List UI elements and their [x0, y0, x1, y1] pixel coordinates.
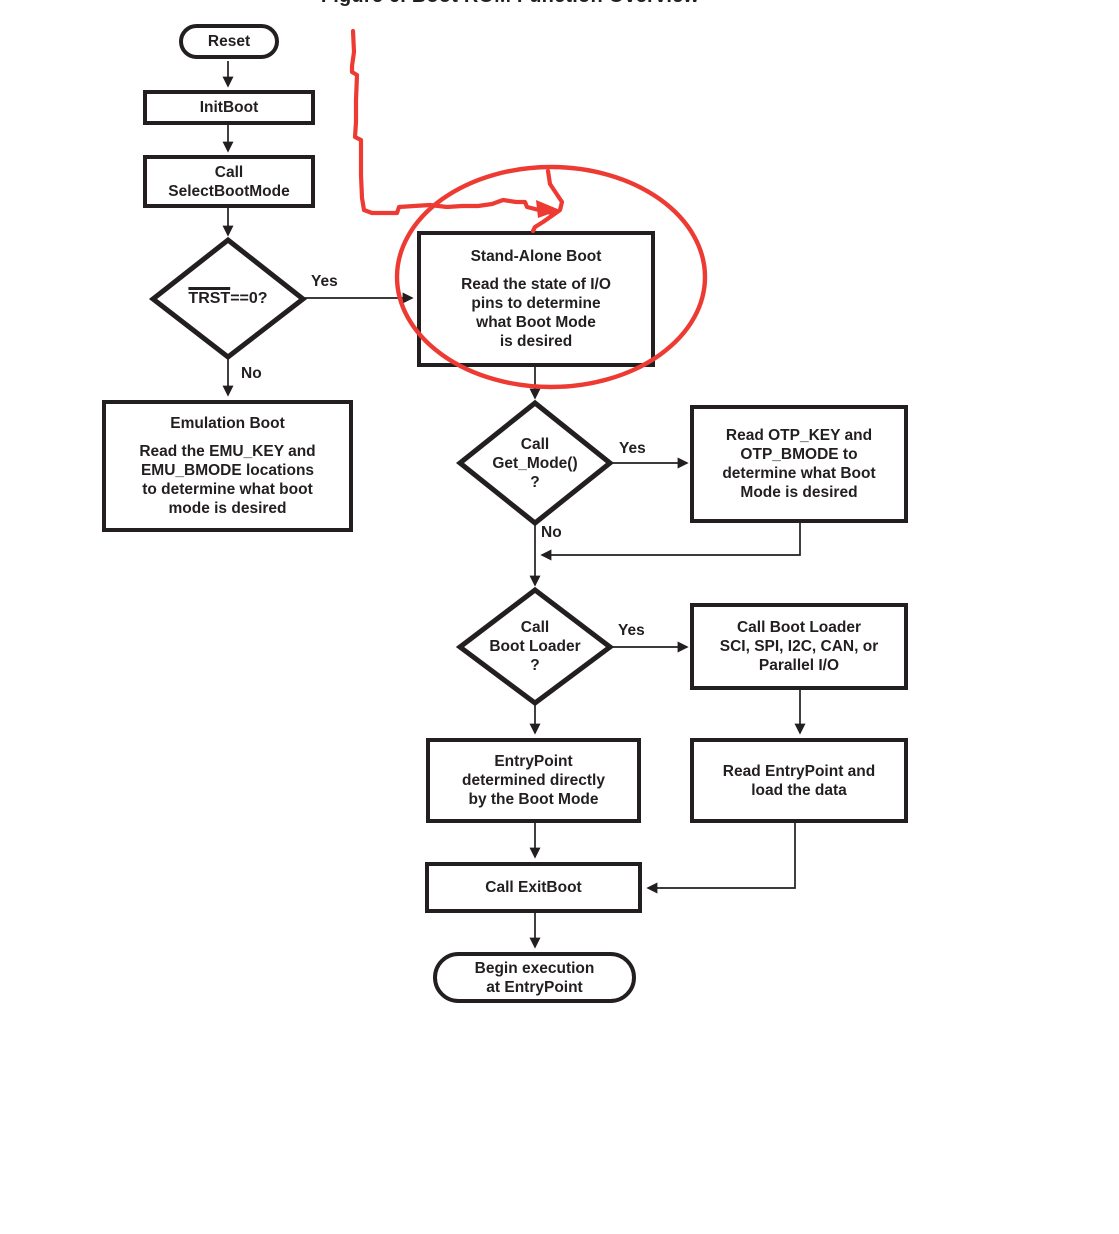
node-call-boot-loader: Call Boot Loader SCI, SPI, I2C, CAN, or … [690, 603, 908, 690]
figure-title: Figure 6. Boot ROM Function Overview [270, 0, 750, 6]
emulation-boot-body: Read the EMU_KEY and EMU_BMODE locations… [139, 443, 316, 517]
label-trst-no: No [241, 365, 262, 382]
call-boot-loader-decision-shape [455, 586, 615, 707]
stand-alone-boot-title: Stand-Alone Boot [470, 248, 602, 265]
label-get-mode-yes: Yes [619, 440, 646, 457]
connector-readentry-exitboot [646, 823, 796, 894]
label-boot-loader-yes: Yes [618, 622, 645, 639]
emulation-boot-title: Emulation Boot [170, 415, 285, 432]
stand-alone-boot-body: Read the state of I/O pins to determine … [461, 276, 611, 350]
node-read-entrypoint: Read EntryPoint and load the data [690, 738, 908, 823]
node-stand-alone-boot: Stand-Alone Boot Read the state of I/O p… [417, 231, 655, 367]
node-begin-execution: Begin execution at EntryPoint [433, 952, 636, 1003]
node-call-select-boot-mode: Call SelectBootMode [143, 155, 315, 208]
node-entrypoint-direct: EntryPoint determined directly by the Bo… [426, 738, 641, 823]
node-init-boot: InitBoot [143, 90, 315, 125]
figure-title-clip: Figure 6. Boot ROM Function Overview [270, 0, 750, 7]
label-get-mode-no: No [541, 524, 562, 541]
node-emulation-boot: Emulation Boot Read the EMU_KEY and EMU_… [102, 400, 353, 532]
node-reset: Reset [179, 24, 279, 59]
label-trst-yes: Yes [311, 273, 338, 290]
call-get-mode-decision-shape [455, 399, 615, 527]
node-call-exit-boot: Call ExitBoot [425, 862, 642, 913]
trst-decision-shape [148, 236, 308, 361]
connector-otp-return [540, 523, 801, 561]
node-read-otp: Read OTP_KEY and OTP_BMODE to determine … [690, 405, 908, 523]
